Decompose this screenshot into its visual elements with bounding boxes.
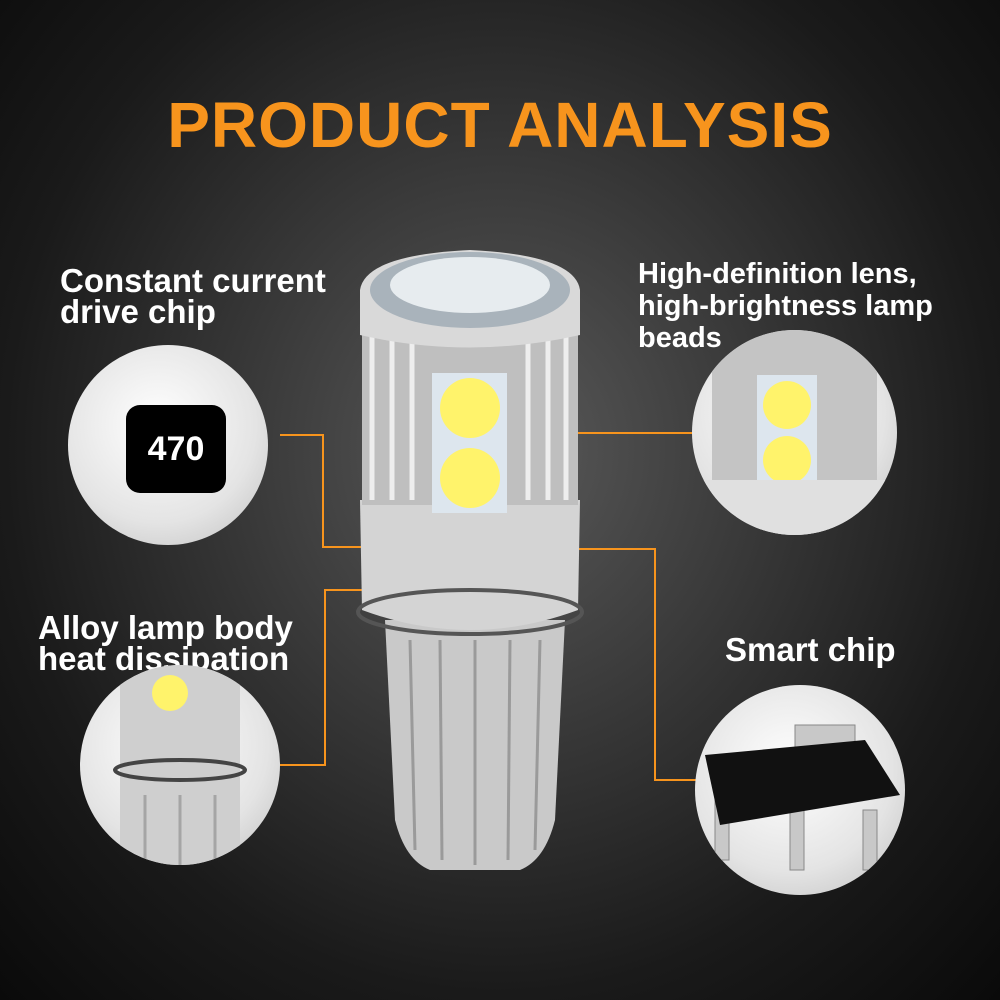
led-bulb [356, 250, 584, 870]
led-bead [440, 378, 500, 438]
detail-smart-chip [695, 685, 905, 895]
detail-alloy-body [80, 665, 280, 865]
label-constant-current: Constant current drive chip [60, 262, 326, 330]
label-smart-chip: Smart chip [725, 631, 896, 668]
detail-driver-chip: 470 [68, 345, 268, 545]
detail-lens-beads [692, 330, 897, 535]
page-title: PRODUCT ANALYSIS [167, 89, 833, 161]
chip-label: 470 [126, 405, 226, 493]
label-lens: High-definition lens, high-brightness la… [638, 258, 933, 354]
led-bead [440, 448, 500, 508]
